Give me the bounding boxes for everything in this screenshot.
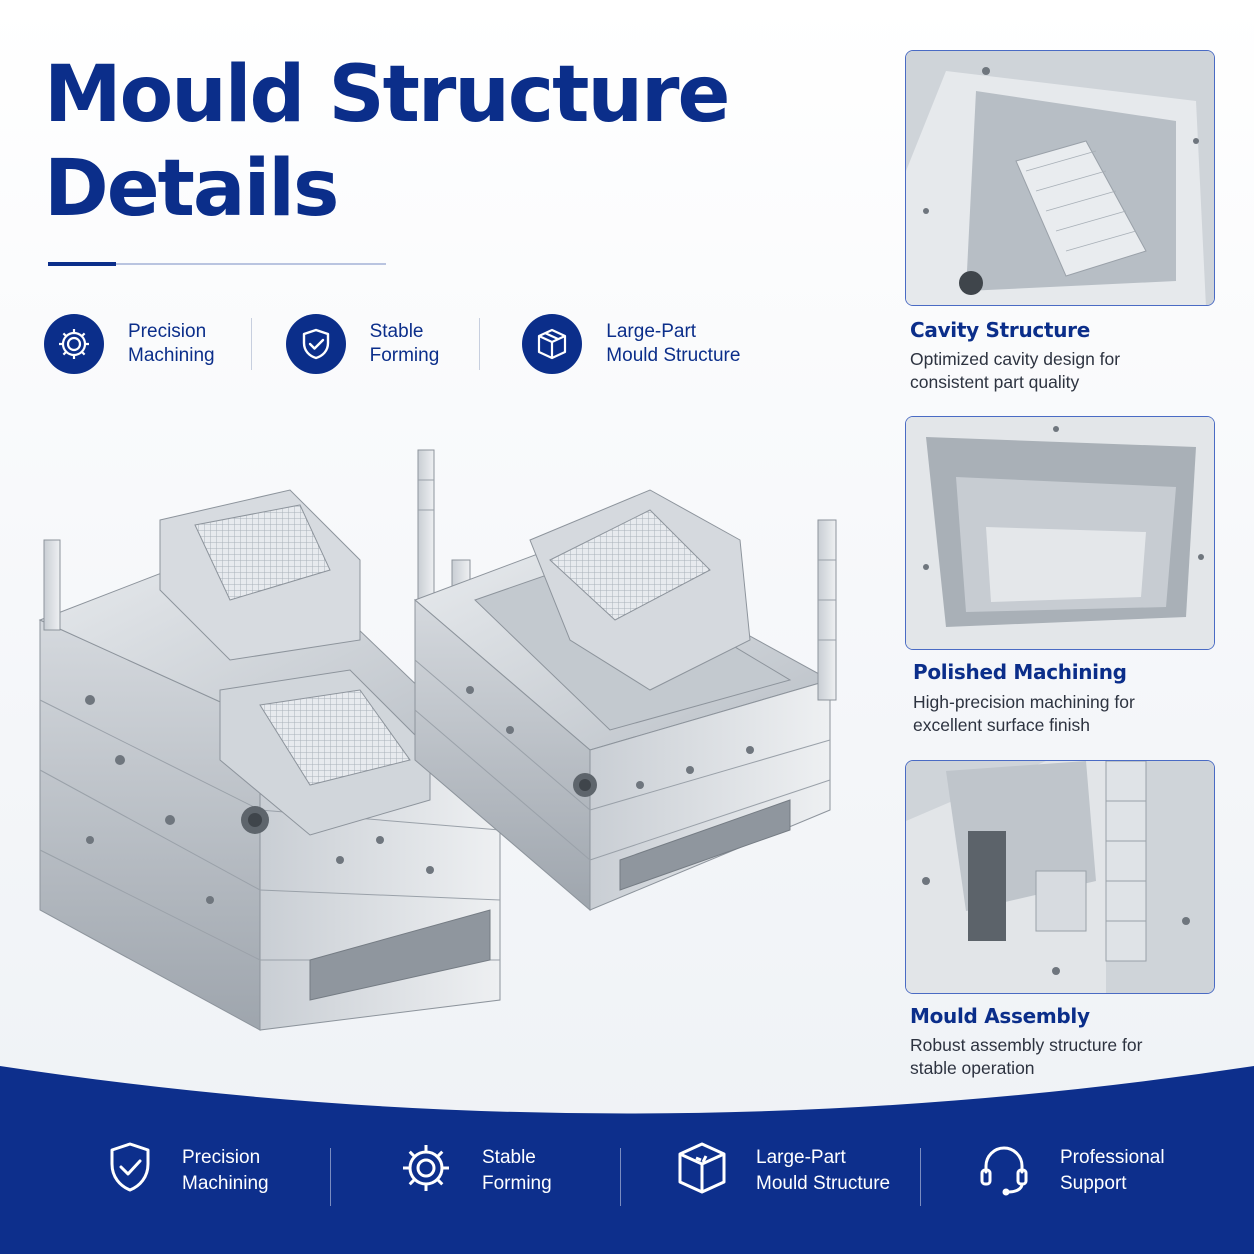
- bottom-item-professional-support: Professional Support: [976, 1140, 1165, 1201]
- bottom-feature-row: Precision Machining Stable Forming Large…: [0, 1140, 1254, 1210]
- feature-divider: [250, 318, 252, 370]
- bottom-item-label: Stable Forming: [482, 1146, 552, 1194]
- headset-icon: [976, 1140, 1032, 1201]
- box-icon: [522, 314, 583, 374]
- feature-precision-machining: Precision Machining: [44, 314, 215, 374]
- bottom-item-large-part: Large-Part Mould Structure: [676, 1140, 890, 1201]
- panel-description: High-precision machining for excellent s…: [913, 692, 1135, 735]
- panel-title: Cavity Structure: [910, 318, 1090, 342]
- bottom-divider: [920, 1148, 921, 1206]
- mould-assembly-image: [905, 760, 1215, 994]
- gear-icon: [44, 314, 104, 374]
- gear-icon: [398, 1140, 454, 1201]
- panel-title: Polished Machining: [913, 660, 1127, 684]
- feature-label: Stable Forming: [369, 321, 440, 366]
- panel-title: Mould Assembly: [910, 1004, 1090, 1028]
- bottom-item-label: Large-Part Mould Structure: [756, 1146, 891, 1194]
- title-line-1: Mould Structure: [44, 50, 730, 140]
- feature-stable-forming: Stable Forming: [285, 314, 440, 374]
- bottom-band: [0, 1066, 1254, 1254]
- page-title: Mould Structure Details: [44, 48, 730, 236]
- shield-check-icon: [106, 1140, 154, 1201]
- panel-description: Optimized cavity design for consistent p…: [910, 349, 1121, 392]
- title-divider-accent: [48, 262, 116, 266]
- feature-label: Precision Machining: [128, 321, 215, 366]
- bottom-item-label: Precision Machining: [182, 1146, 269, 1194]
- polished-machining-image: [905, 416, 1215, 650]
- bottom-divider: [620, 1148, 621, 1206]
- box-icon: [676, 1140, 728, 1201]
- feature-label: Large-Part Mould Structure: [606, 321, 741, 366]
- title-divider: [48, 263, 386, 265]
- cavity-structure-image: [905, 50, 1215, 306]
- title-line-2: Details: [44, 144, 339, 234]
- bottom-item-stable-forming: Stable Forming: [398, 1140, 552, 1201]
- mould-illustration: [38, 449, 837, 1031]
- feature-divider: [479, 318, 481, 370]
- shield-check-icon: [285, 314, 346, 374]
- panel-description: Robust assembly structure for stable ope…: [910, 1035, 1143, 1078]
- feature-row: Precision Machining Stable Forming Large…: [44, 308, 740, 380]
- feature-large-part: Large-Part Mould Structure: [522, 314, 740, 374]
- bottom-divider: [330, 1148, 331, 1206]
- bottom-item-label: Professional Support: [1060, 1146, 1165, 1194]
- bottom-item-precision-machining: Precision Machining: [106, 1140, 269, 1201]
